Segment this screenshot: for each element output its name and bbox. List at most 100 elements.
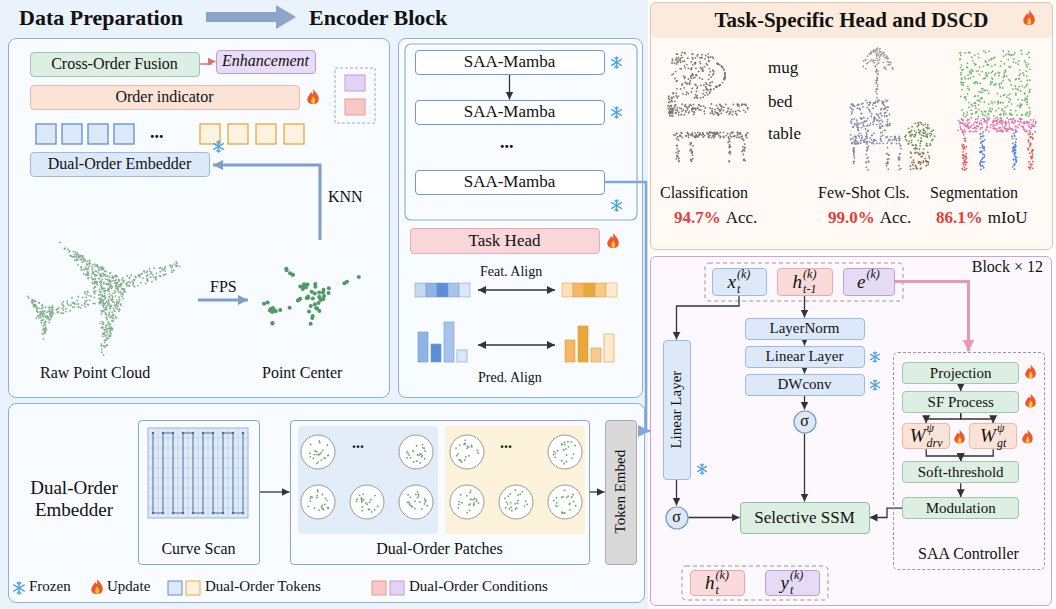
box-label: SAA-Mamba bbox=[464, 52, 556, 72]
connector-arrow bbox=[509, 75, 510, 100]
annotation: Pred. Align bbox=[478, 370, 542, 386]
process-box: Dual-Order Patches bbox=[290, 420, 590, 565]
symbol-base: W bbox=[980, 425, 996, 447]
symbol-index: (k) bbox=[737, 268, 750, 282]
process-box: SAA-Mamba bbox=[415, 170, 605, 195]
box-label: SF Process bbox=[928, 394, 994, 411]
symbol-index: (k) bbox=[803, 268, 816, 282]
symbol-index: t bbox=[790, 584, 793, 598]
symbol-index: (k) bbox=[790, 569, 803, 583]
activation-circle: σ bbox=[665, 506, 689, 530]
heading: Token Embed bbox=[612, 450, 629, 534]
metric-value: 86.1% bbox=[936, 208, 983, 228]
input-token: e(k) bbox=[843, 268, 895, 296]
box-label: σ bbox=[672, 508, 681, 526]
legend-entry: Dual-Order Tokens bbox=[205, 578, 321, 595]
metric-value: 94.7% bbox=[674, 208, 721, 228]
connector-arrow bbox=[677, 296, 740, 340]
annotation: Acc. bbox=[880, 208, 912, 228]
connector-arrow bbox=[961, 413, 994, 423]
heading: SAA Controller bbox=[894, 545, 1044, 563]
symbol-index: ψ bbox=[997, 422, 1004, 436]
panel: Data PreparationCross-Order FusionEnhanc… bbox=[8, 38, 390, 398]
connector-arrow bbox=[200, 62, 216, 65]
symbol-index: ψ bbox=[927, 422, 934, 436]
legend-entry: Frozen bbox=[29, 578, 71, 595]
process-box: Selective SSM bbox=[740, 502, 870, 534]
input-token: ht-1(k) bbox=[777, 268, 833, 296]
process-box: Curve Scan bbox=[138, 420, 260, 565]
annotation: Acc. bbox=[726, 208, 758, 228]
annotation: Raw Point Cloud bbox=[40, 364, 150, 382]
process-box: Linear Layer bbox=[745, 346, 865, 368]
symbol-base: x bbox=[728, 271, 736, 293]
box-label: Dual-Order Embedder bbox=[48, 155, 192, 173]
connector-arrow bbox=[960, 384, 961, 391]
process-box: SF Process bbox=[902, 391, 1019, 413]
process-box: Enhancement bbox=[216, 50, 316, 74]
symbol-index: t bbox=[716, 584, 719, 598]
box-label: Task Head bbox=[469, 231, 541, 251]
connector-arrow bbox=[895, 282, 969, 352]
controller-group: SAA ControllerProjectionSF ProcessWdrvψW… bbox=[893, 352, 1045, 570]
symbol-base: e bbox=[857, 271, 865, 293]
symbol-index: drv bbox=[927, 437, 943, 451]
heading: Task-Specific Head and DSCD bbox=[651, 3, 1052, 38]
annotation: ... bbox=[500, 434, 512, 452]
symbol-index: t bbox=[737, 283, 740, 297]
heading: Linear Layer bbox=[668, 371, 685, 449]
symbol-index: (k) bbox=[867, 268, 880, 282]
box-label: SAA-Mamba bbox=[464, 102, 556, 122]
process-box: LayerNorm bbox=[745, 318, 865, 340]
process-box: Token Embed bbox=[605, 420, 637, 565]
annotation: ... bbox=[352, 434, 364, 452]
connector-arrow bbox=[676, 480, 677, 506]
box-label: σ bbox=[800, 412, 809, 430]
annotation: mIoU bbox=[988, 208, 1028, 228]
symbol-base: h bbox=[705, 572, 715, 594]
heading: Dual-Order Embedder bbox=[15, 477, 133, 521]
symbol-index: t-1 bbox=[803, 283, 816, 297]
heading: Data Preparation bbox=[19, 5, 183, 30]
process-box: Order indicator bbox=[30, 85, 300, 110]
process-box: Task Head bbox=[410, 228, 600, 254]
box-label: Cross-Order Fusion bbox=[51, 55, 178, 73]
box-label: Soft-threshold bbox=[918, 464, 1004, 481]
metric-value: 99.0% bbox=[828, 208, 875, 228]
heading: Curve Scan bbox=[139, 540, 259, 558]
box-label: Linear Layer bbox=[766, 348, 844, 365]
output-token: ht(k) bbox=[690, 570, 745, 596]
box-label: DWconv bbox=[777, 376, 831, 393]
connector-arrow bbox=[804, 396, 805, 410]
legend-text: Update bbox=[107, 578, 150, 594]
connector-arrow bbox=[689, 517, 740, 518]
symbol-index: (k) bbox=[716, 569, 729, 583]
connector-arrow bbox=[804, 368, 805, 374]
annotation: table bbox=[768, 124, 801, 144]
process-box: DWconv bbox=[745, 374, 865, 396]
box-label: Modulation bbox=[926, 500, 996, 517]
symbol-base: h bbox=[793, 271, 803, 293]
connector-arrow bbox=[870, 508, 903, 517]
heading: Block × 12 bbox=[972, 258, 1043, 276]
annotation: Segmentation bbox=[930, 184, 1018, 202]
box-label: LayerNorm bbox=[770, 320, 840, 337]
legend-text: Frozen bbox=[29, 578, 71, 594]
legend-entry: Dual-Order Conditions bbox=[409, 578, 548, 595]
process-box: Modulation bbox=[902, 497, 1019, 519]
connector-arrow bbox=[926, 449, 961, 461]
box-label: Order indicator bbox=[115, 88, 213, 106]
annotation: KNN bbox=[328, 188, 363, 206]
box-label: Selective SSM bbox=[754, 508, 855, 528]
annotation: ... bbox=[500, 132, 514, 153]
connector-arrow bbox=[804, 340, 805, 346]
process-box: Cross-Order Fusion bbox=[30, 52, 200, 77]
process-box: Dual-Order Embedder bbox=[30, 152, 210, 177]
annotation: Point Center bbox=[262, 364, 342, 382]
annotation: ... bbox=[150, 122, 164, 143]
annotation: bed bbox=[768, 92, 793, 112]
weight-box: Wdrvψ bbox=[902, 423, 950, 449]
